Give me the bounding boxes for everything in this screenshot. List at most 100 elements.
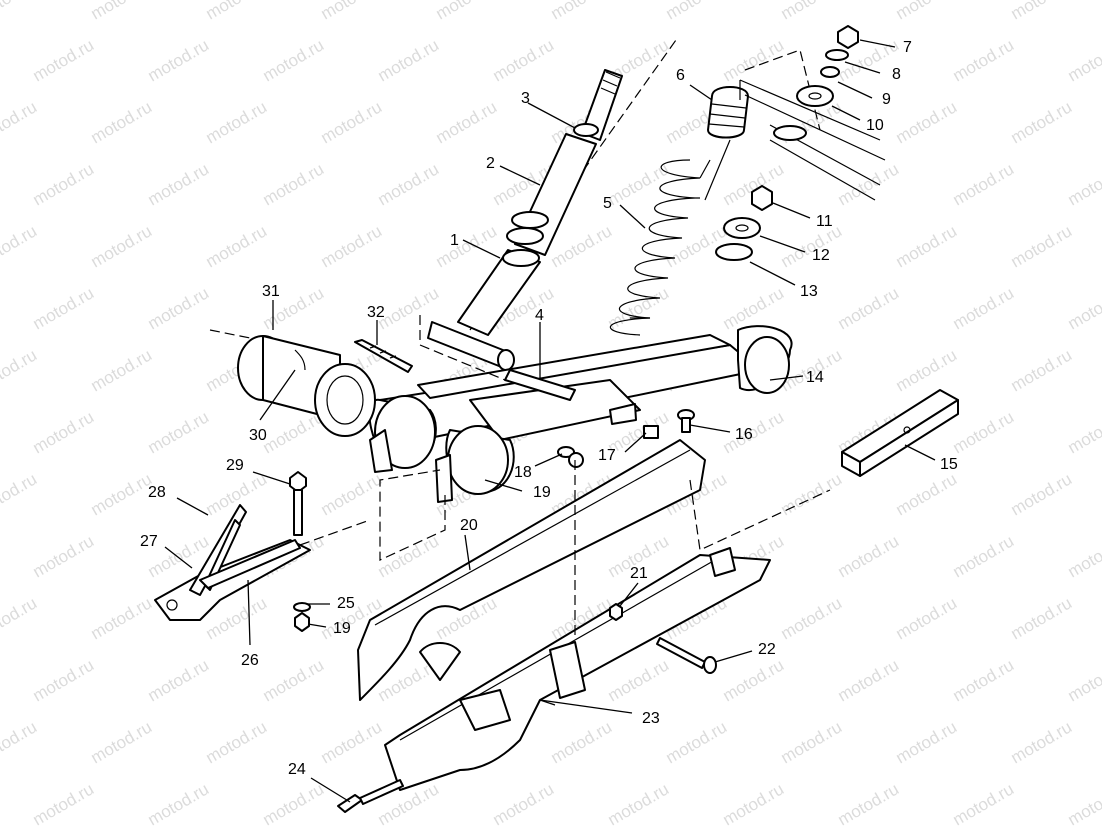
watermark-text: motod.ru	[490, 779, 558, 827]
watermark-text: motod.ru	[30, 779, 98, 827]
watermark-text: motod.ru	[663, 0, 731, 23]
bolt-32	[354, 339, 413, 373]
watermark-text: motod.ru	[260, 779, 328, 827]
watermark-text: motod.ru	[893, 469, 961, 519]
watermark-text: motod.ru	[893, 345, 961, 395]
watermark-text: motod.ru	[1065, 407, 1102, 457]
watermark-text: motod.ru	[318, 0, 386, 23]
callout-26: 26	[241, 652, 259, 669]
shock-absorber	[427, 39, 677, 371]
watermark-text: motod.ru	[1008, 345, 1076, 395]
callout-1: 1	[450, 232, 459, 249]
watermark-text: motod.ru	[145, 283, 213, 333]
callout-21: 21	[630, 565, 648, 582]
watermark-text: motod.ru	[145, 35, 213, 85]
watermark-text: motod.ru	[605, 159, 673, 209]
watermark-text: motod.ru	[318, 97, 386, 147]
callout-12: 12	[812, 247, 830, 264]
watermark-text: motod.ru	[88, 345, 156, 395]
watermark-text: motod.ru	[203, 221, 271, 271]
watermark-text: motod.ru	[88, 593, 156, 643]
callout-19b: 19	[333, 620, 351, 637]
watermark-text: motod.ru	[145, 779, 213, 827]
callout-14: 14	[806, 369, 824, 386]
watermark-text: motod.ru	[318, 717, 386, 767]
watermark-text: motod.ru	[778, 469, 846, 519]
watermark-text: motod.ru	[260, 159, 328, 209]
watermark-text: motod.ru	[1008, 593, 1076, 643]
watermark-text: motod.ru	[720, 779, 788, 827]
callout-24: 24	[288, 761, 306, 778]
watermark-text: motod.ru	[950, 531, 1018, 581]
watermark-text: motod.ru	[203, 717, 271, 767]
watermark-text: motod.ru	[260, 35, 328, 85]
watermark-text: motod.ru	[720, 35, 788, 85]
watermark-text: motod.ru	[950, 35, 1018, 85]
watermark-text: motod.ru	[0, 593, 40, 643]
watermark-text: motod.ru	[318, 221, 386, 271]
watermark-text: motod.ru	[778, 717, 846, 767]
watermark-text: motod.ru	[893, 221, 961, 271]
watermark-text: motod.ru	[30, 35, 98, 85]
callout-18: 18	[514, 464, 532, 481]
watermark-text: motod.ru	[835, 655, 903, 705]
watermark-text: motod.ru	[893, 717, 961, 767]
callout-5: 5	[603, 195, 612, 212]
watermark-text: motod.ru	[1065, 283, 1102, 333]
watermark-text: motod.ru	[375, 35, 443, 85]
callout-labels: 1 2 3 4 5 6 7 8 9 10 11 12 13 14 15 16 1…	[140, 39, 958, 778]
callout-29: 29	[226, 457, 244, 474]
callout-2: 2	[486, 155, 495, 172]
watermark-text: motod.ru	[0, 97, 40, 147]
callout-27: 27	[140, 533, 158, 550]
square-bar	[841, 389, 959, 477]
watermark-text: motod.ru	[30, 531, 98, 581]
watermark-text: motod.ru	[30, 655, 98, 705]
watermark-text: motod.ru	[145, 407, 213, 457]
callout-19: 19	[533, 484, 551, 501]
watermark-text: motod.ru	[893, 97, 961, 147]
mount-bracket-assembly	[154, 504, 371, 621]
watermark-text: motod.ru	[548, 0, 616, 23]
callout-6: 6	[676, 67, 685, 84]
callout-8: 8	[892, 66, 901, 83]
watermark-text: motod.ru	[1065, 531, 1102, 581]
watermark-text: motod.ru	[548, 717, 616, 767]
watermark-text: motod.ru	[1065, 159, 1102, 209]
callout-10: 10	[866, 117, 884, 134]
watermark-text: motod.ru	[318, 469, 386, 519]
watermark-text: motod.ru	[88, 469, 156, 519]
watermark-text: motod.ru	[203, 0, 271, 23]
callout-15: 15	[940, 456, 958, 473]
chain-guard-upper	[357, 439, 706, 701]
watermark-text: motod.ru	[1008, 221, 1076, 271]
watermark-text: motod.ru	[1008, 469, 1076, 519]
watermark-text: motod.ru	[663, 717, 731, 767]
watermark-text: motod.ru	[145, 159, 213, 209]
watermark-text: motod.ru	[0, 345, 40, 395]
callout-16: 16	[735, 426, 753, 443]
callout-17: 17	[598, 447, 616, 464]
callout-20: 20	[460, 517, 478, 534]
watermark-text: motod.ru	[260, 655, 328, 705]
callout-23: 23	[642, 710, 660, 727]
watermark-text: motod.ru	[778, 0, 846, 23]
watermark-text: motod.ru	[30, 407, 98, 457]
callout-31: 31	[262, 283, 280, 300]
callout-22: 22	[758, 641, 776, 658]
callout-30: 30	[249, 427, 267, 444]
watermark-text: motod.ru	[0, 221, 40, 271]
upper-mount-bracket	[739, 79, 886, 201]
pivot-bushing	[209, 329, 376, 437]
watermark-text: motod.ru	[30, 159, 98, 209]
watermark-text: motod.ru	[1008, 0, 1076, 23]
callout-11: 11	[816, 213, 833, 230]
watermark-text: motod.ru	[203, 97, 271, 147]
bolt-29-and-nut	[289, 471, 311, 632]
watermark-text: motod.ru	[950, 283, 1018, 333]
fasteners	[337, 603, 717, 813]
watermark-text: motod.ru	[433, 97, 501, 147]
watermark-text: motod.ru	[88, 717, 156, 767]
watermark-text: motod.ru	[893, 593, 961, 643]
